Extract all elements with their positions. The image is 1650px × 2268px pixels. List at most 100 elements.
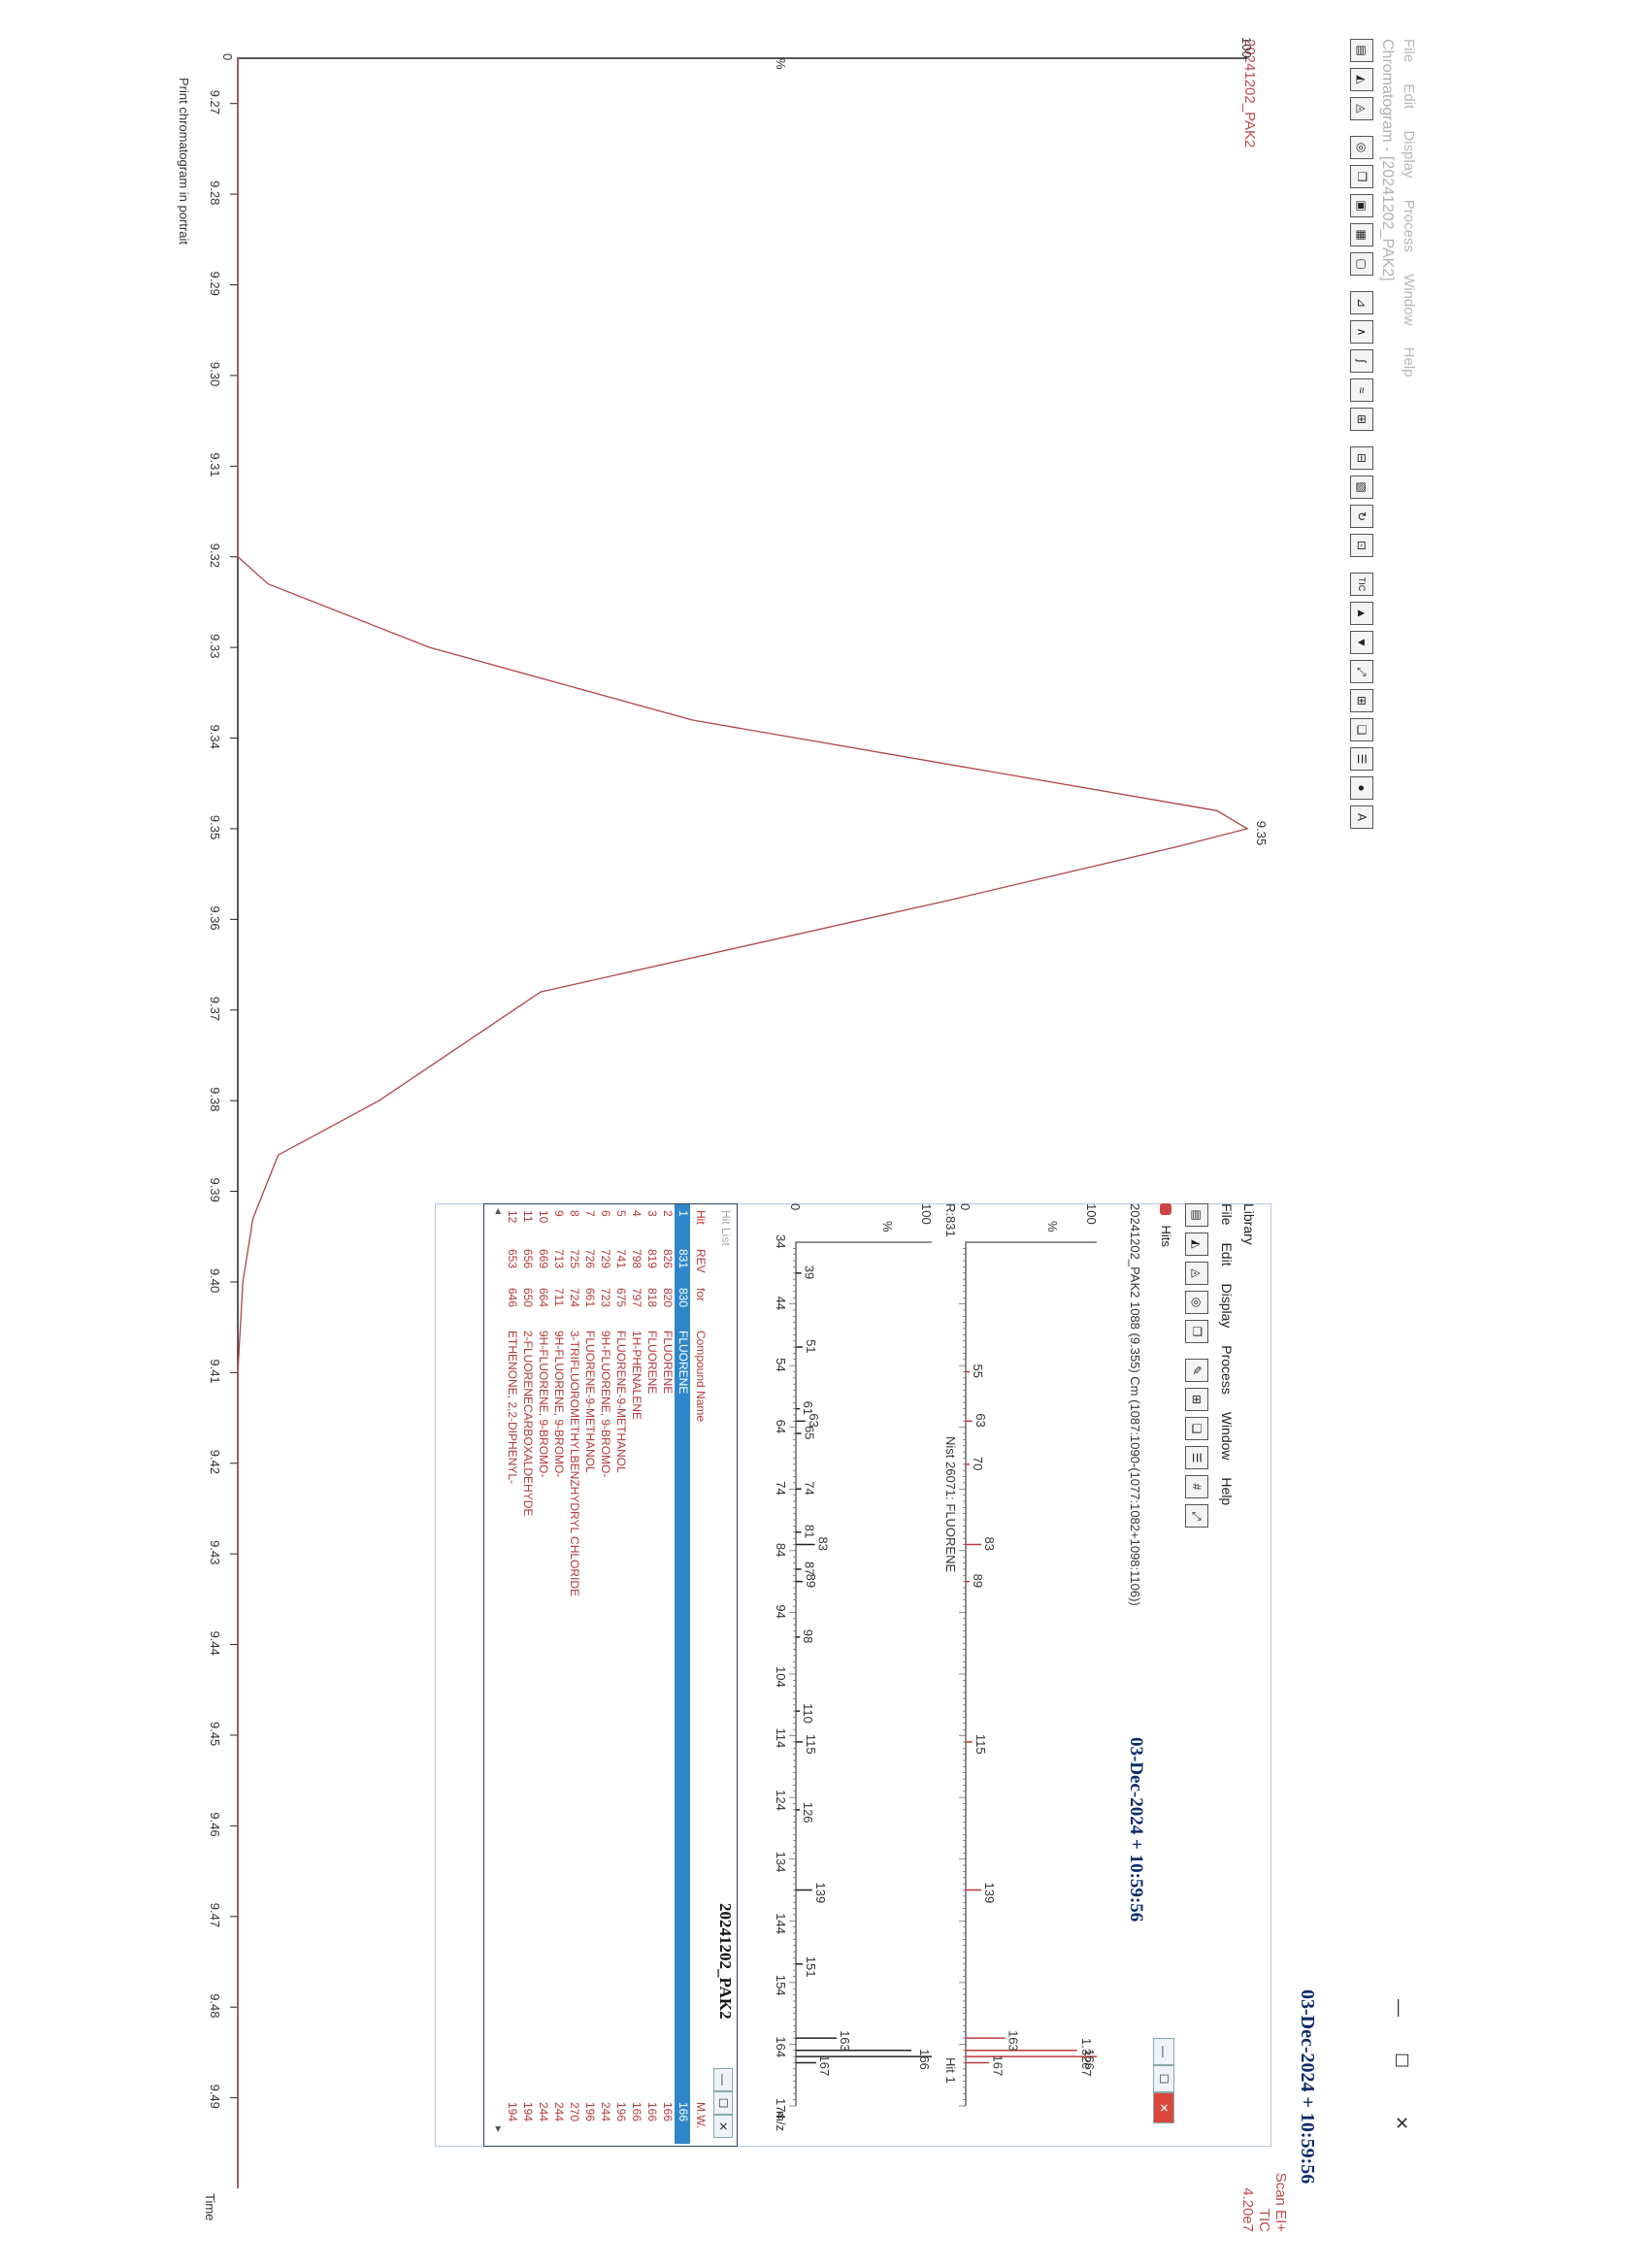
x-tick-label: 9.39 xyxy=(208,1178,222,1202)
nist-label: Nist 26071: FLUORENE xyxy=(943,1436,958,1572)
hit-mw: 270 xyxy=(568,2102,581,2122)
hit-number: 7 xyxy=(583,1210,597,1217)
hit-rev: 826 xyxy=(661,1249,675,1269)
hit-rev: 831 xyxy=(676,1249,690,1269)
x-tick-label: 9.27 xyxy=(208,90,222,115)
hit-for: 711 xyxy=(552,1288,566,1307)
hit-number: 2 xyxy=(661,1210,675,1217)
hit-number: 4 xyxy=(630,1210,644,1217)
spectra-panel: 20241202_PAK2 1088 (9.355) Cm (1087:1090… xyxy=(774,1203,1146,2131)
col-for-header[interactable]: for xyxy=(694,1288,708,1302)
library-timestamp: 03-Dec-2024 + 10:59:56 xyxy=(1126,1737,1146,1922)
hit-rev: 725 xyxy=(568,1249,581,1269)
lower-spectrum-peak-label: 98 xyxy=(801,1629,815,1643)
x-tick-label: 9.32 xyxy=(208,543,222,568)
lower-spectrum-peak-label: 139 xyxy=(813,1883,828,1904)
lower-spectrum-peak-label: 167 xyxy=(817,2055,832,2077)
mz-tick-label: 84 xyxy=(774,1543,788,1557)
lower-spectrum-peak-label: 115 xyxy=(804,1734,818,1755)
upper-spectrum-peak-label: 63 xyxy=(974,1413,988,1427)
hit-for: 820 xyxy=(661,1288,675,1308)
hit-mw: 196 xyxy=(614,2102,628,2122)
hit-compound-name: 9H-FLUORENE, 9-BROMO- xyxy=(552,1331,566,1478)
mz-tick-label: 54 xyxy=(774,1358,788,1371)
x-tick-label: 9.38 xyxy=(208,1087,222,1111)
x-tick-label: 9.44 xyxy=(208,1631,222,1656)
x-tick-label: 9.29 xyxy=(208,272,222,296)
hit-compound-name: FLUORENE xyxy=(676,1331,690,1395)
x-tick-label: 9.41 xyxy=(208,1359,222,1383)
lower-spectrum-peak-label: 39 xyxy=(803,1265,817,1279)
col-mw-header[interactable]: M.W. xyxy=(694,2102,708,2129)
hit-number: 6 xyxy=(599,1210,612,1217)
col-name-header[interactable]: Compound Name xyxy=(694,1331,708,1423)
hit-compound-name: FLUORENE xyxy=(661,1331,675,1395)
col-rev-header[interactable]: REV xyxy=(694,1249,708,1273)
hit-list-maximize-button[interactable]: ☐ xyxy=(713,2091,733,2115)
hit-for: 650 xyxy=(521,1288,535,1308)
scroll-right-arrow[interactable]: ▸ xyxy=(492,2126,506,2133)
upper-spectrum-peak-label: 139 xyxy=(982,1883,997,1904)
hit-mw: 194 xyxy=(521,2102,535,2122)
lower-spectrum-peak-label: 83 xyxy=(816,1537,831,1551)
x-tick-label: 9.33 xyxy=(208,634,222,658)
hit-for: 664 xyxy=(537,1288,550,1308)
hit-number: 9 xyxy=(552,1210,566,1217)
mz-tick-label: 144 xyxy=(774,1913,788,1934)
hit-number: 12 xyxy=(506,1210,519,1224)
hit-rev: 798 xyxy=(630,1249,644,1269)
hit-number: 3 xyxy=(645,1210,659,1217)
col-hit-header[interactable]: Hit xyxy=(694,1210,708,1225)
hit-list-minimize-button[interactable]: — xyxy=(713,2068,733,2091)
hit-mw: 166 xyxy=(661,2102,675,2122)
hit-for: 646 xyxy=(506,1288,519,1308)
hit-compound-name: 9H-FLUORENE, 9-BROMO- xyxy=(599,1331,612,1478)
hit-list-panel: Hit List 20241202_PAK2 — ☐ ✕ Hit REV for… xyxy=(483,1203,738,2147)
mz-tick-label: 44 xyxy=(774,1297,788,1310)
lower-spectrum-peak-label: 74 xyxy=(803,1481,817,1495)
lower-spectrum-peak-label: 163 xyxy=(838,2030,852,2052)
x-tick-label: 9.49 xyxy=(208,2085,222,2109)
hit-rev: 726 xyxy=(583,1249,597,1269)
hit-compound-name: 3-TRIFLUOROMETHYLBENZHYDRYL CHLORIDE xyxy=(568,1331,581,1597)
lower-axis-100: 100 xyxy=(919,1203,934,1225)
hit-list-close-button[interactable]: ✕ xyxy=(713,2115,733,2138)
chromatogram-tic-line xyxy=(237,58,1249,2188)
x-tick-label: 9.28 xyxy=(208,181,222,205)
hit-list-sample-name: 20241202_PAK2 xyxy=(716,1903,735,2020)
hit-compound-name: 1H-PHENALENE xyxy=(630,1331,644,1421)
upper-spectrum-peak-label: 115 xyxy=(974,1734,988,1755)
mz-tick-label: 164 xyxy=(774,2036,788,2057)
upper-spectrum-peak-label: 163 xyxy=(1006,2030,1021,2052)
peak-label: 9.35 xyxy=(1254,821,1269,845)
x-tick-label: 9.46 xyxy=(208,1812,222,1836)
y-axis-bottom-label: 0 xyxy=(220,53,235,60)
hit-mw: 244 xyxy=(552,2102,566,2122)
lower-axis-unit: % xyxy=(880,1221,895,1233)
mz-label: m/z xyxy=(774,2111,788,2131)
x-tick-label: 9.37 xyxy=(208,997,222,1021)
scroll-left-arrow[interactable]: ◂ xyxy=(492,1208,506,1215)
upper-axis-unit: % xyxy=(1045,1221,1060,1233)
x-tick-label: 9.36 xyxy=(208,905,222,930)
mz-tick-label: 174 xyxy=(774,2098,788,2120)
hit-compound-name: FLUORENE-9-METHANOL xyxy=(583,1331,597,1473)
hit-rev: 669 xyxy=(537,1249,550,1269)
mz-tick-label: 154 xyxy=(774,1975,788,1996)
lower-spectrum-peak-label: 61 xyxy=(801,1401,815,1415)
hit-mw: 244 xyxy=(537,2102,550,2122)
